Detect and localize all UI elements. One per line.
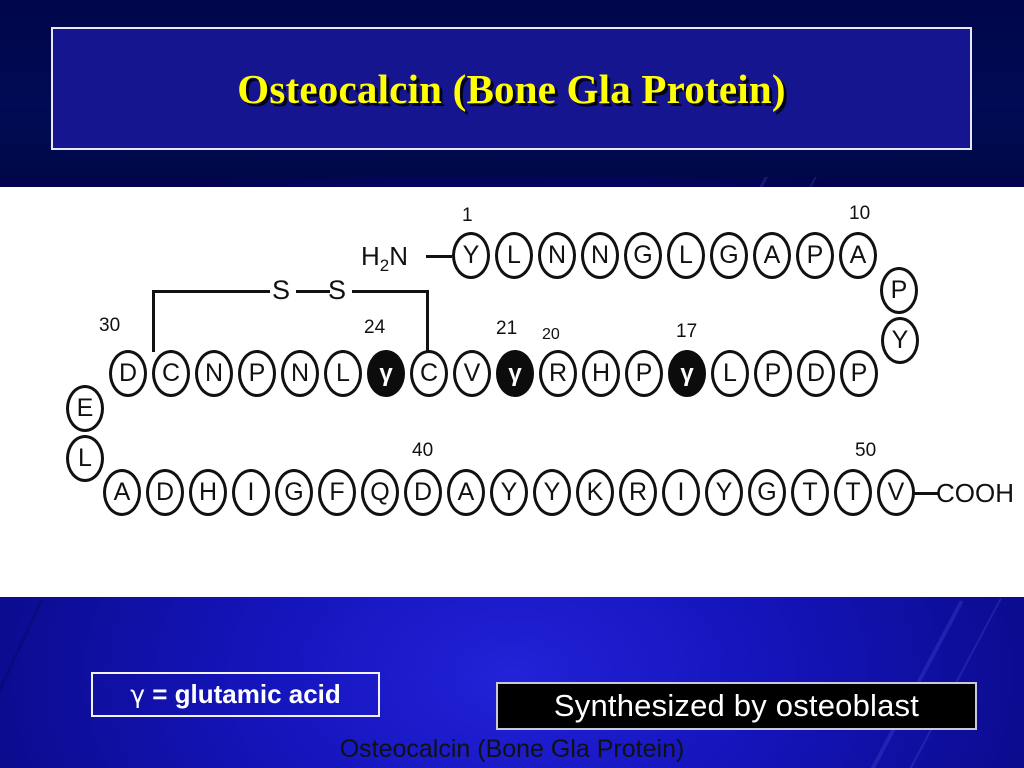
residue-1: Y xyxy=(452,232,490,279)
n-terminus-bond xyxy=(426,255,452,258)
title-bar: Osteocalcin (Bone Gla Protein) xyxy=(0,0,1024,177)
residue-26: N xyxy=(281,350,319,397)
c-terminus-label: COOH xyxy=(936,478,1014,508)
residue-32: A xyxy=(103,469,141,516)
residue-4: N xyxy=(581,232,619,279)
residue-14: D xyxy=(797,350,835,397)
residue-number-24: 24 xyxy=(364,317,386,338)
residue-42: Y xyxy=(533,469,571,516)
n-terminus-n: N xyxy=(389,241,409,271)
gamma-legend-box: γ = glutamic acid xyxy=(91,672,380,717)
residue-12: Y xyxy=(881,317,919,364)
residue-2: L xyxy=(495,232,533,279)
residue-41: Y xyxy=(490,469,528,516)
residue-50: V xyxy=(877,469,915,516)
residue-35: I xyxy=(232,469,270,516)
residue-46: Y xyxy=(705,469,743,516)
residue-33: D xyxy=(146,469,184,516)
residue-39: D xyxy=(404,469,442,516)
gamma-symbol: γ xyxy=(130,680,145,709)
residue-22: V xyxy=(453,350,491,397)
residue-37: F xyxy=(318,469,356,516)
residue-7: G xyxy=(710,232,748,279)
residue-number-21: 21 xyxy=(496,318,518,339)
gamma-legend-definition: = glutamic acid xyxy=(145,679,341,709)
residue-16: L xyxy=(711,350,749,397)
residue-45: I xyxy=(662,469,700,516)
residue-15: P xyxy=(754,350,792,397)
n-terminus-h: H xyxy=(361,241,380,271)
residue-3: N xyxy=(538,232,576,279)
n-terminus-sub: 2 xyxy=(379,256,390,276)
residue-8: A xyxy=(753,232,791,279)
title-box: Osteocalcin (Bone Gla Protein) xyxy=(51,27,972,150)
disulfide-stem-left xyxy=(152,290,155,352)
residue-6: L xyxy=(667,232,705,279)
osteocalcin-sequence-diagram: H2N 1 10 Y L N N G L G A P A P Y P D P L… xyxy=(0,187,1024,763)
residue-36: G xyxy=(275,469,313,516)
residue-48: T xyxy=(791,469,829,516)
residue-number-30: 30 xyxy=(99,315,121,336)
residue-38: Q xyxy=(361,469,399,516)
residue-31b: L xyxy=(66,435,104,482)
residue-number-50: 50 xyxy=(855,440,877,461)
residue-11: P xyxy=(880,267,918,314)
synthesis-note-text: Synthesized by osteoblast xyxy=(553,688,920,723)
residue-27: P xyxy=(238,350,276,397)
residue-24-gla: γ xyxy=(367,350,405,397)
residue-19: H xyxy=(582,350,620,397)
residue-49: T xyxy=(834,469,872,516)
residue-44: R xyxy=(619,469,657,516)
residue-40: A xyxy=(447,469,485,516)
residue-10: A xyxy=(839,232,877,279)
residue-21-gla: γ xyxy=(496,350,534,397)
synthesis-note-box: Synthesized by osteoblast xyxy=(496,682,977,730)
residue-number-20: 20 xyxy=(542,326,560,343)
residue-20: R xyxy=(539,350,577,397)
disulfide-sulfur-right: S xyxy=(328,275,347,305)
residue-25: L xyxy=(324,350,362,397)
figure-panel: H2N 1 10 Y L N N G L G A P A P Y P D P L… xyxy=(0,187,1024,763)
residue-13: P xyxy=(840,350,878,397)
residue-34: H xyxy=(189,469,227,516)
page-title: Osteocalcin (Bone Gla Protein) xyxy=(237,65,786,112)
residue-number-17: 17 xyxy=(676,321,698,342)
disulfide-stem-right xyxy=(426,290,429,352)
residue-5: G xyxy=(624,232,662,279)
figure-caption: Osteocalcin (Bone Gla Protein) xyxy=(339,735,685,763)
disulfide-arm-middle xyxy=(296,290,330,293)
residue-number-1: 1 xyxy=(462,205,473,226)
residue-number-40: 40 xyxy=(412,440,434,461)
residue-30: D xyxy=(109,350,147,397)
residue-31: E xyxy=(66,385,104,432)
residue-47: G xyxy=(748,469,786,516)
residue-29: C xyxy=(152,350,190,397)
residue-23: C xyxy=(410,350,448,397)
c-terminus-bond xyxy=(914,492,938,495)
disulfide-sulfur-left: S xyxy=(272,275,291,305)
residue-number-10: 10 xyxy=(849,203,871,224)
disulfide-arm-left xyxy=(152,290,270,293)
residue-43: K xyxy=(576,469,614,516)
n-terminus-label: H2N xyxy=(361,241,408,276)
residue-17-gla: γ xyxy=(668,350,706,397)
gamma-legend-text: γ = glutamic acid xyxy=(130,679,341,710)
residue-28: N xyxy=(195,350,233,397)
residue-18: P xyxy=(625,350,663,397)
disulfide-arm-right xyxy=(352,290,428,293)
residue-9: P xyxy=(796,232,834,279)
